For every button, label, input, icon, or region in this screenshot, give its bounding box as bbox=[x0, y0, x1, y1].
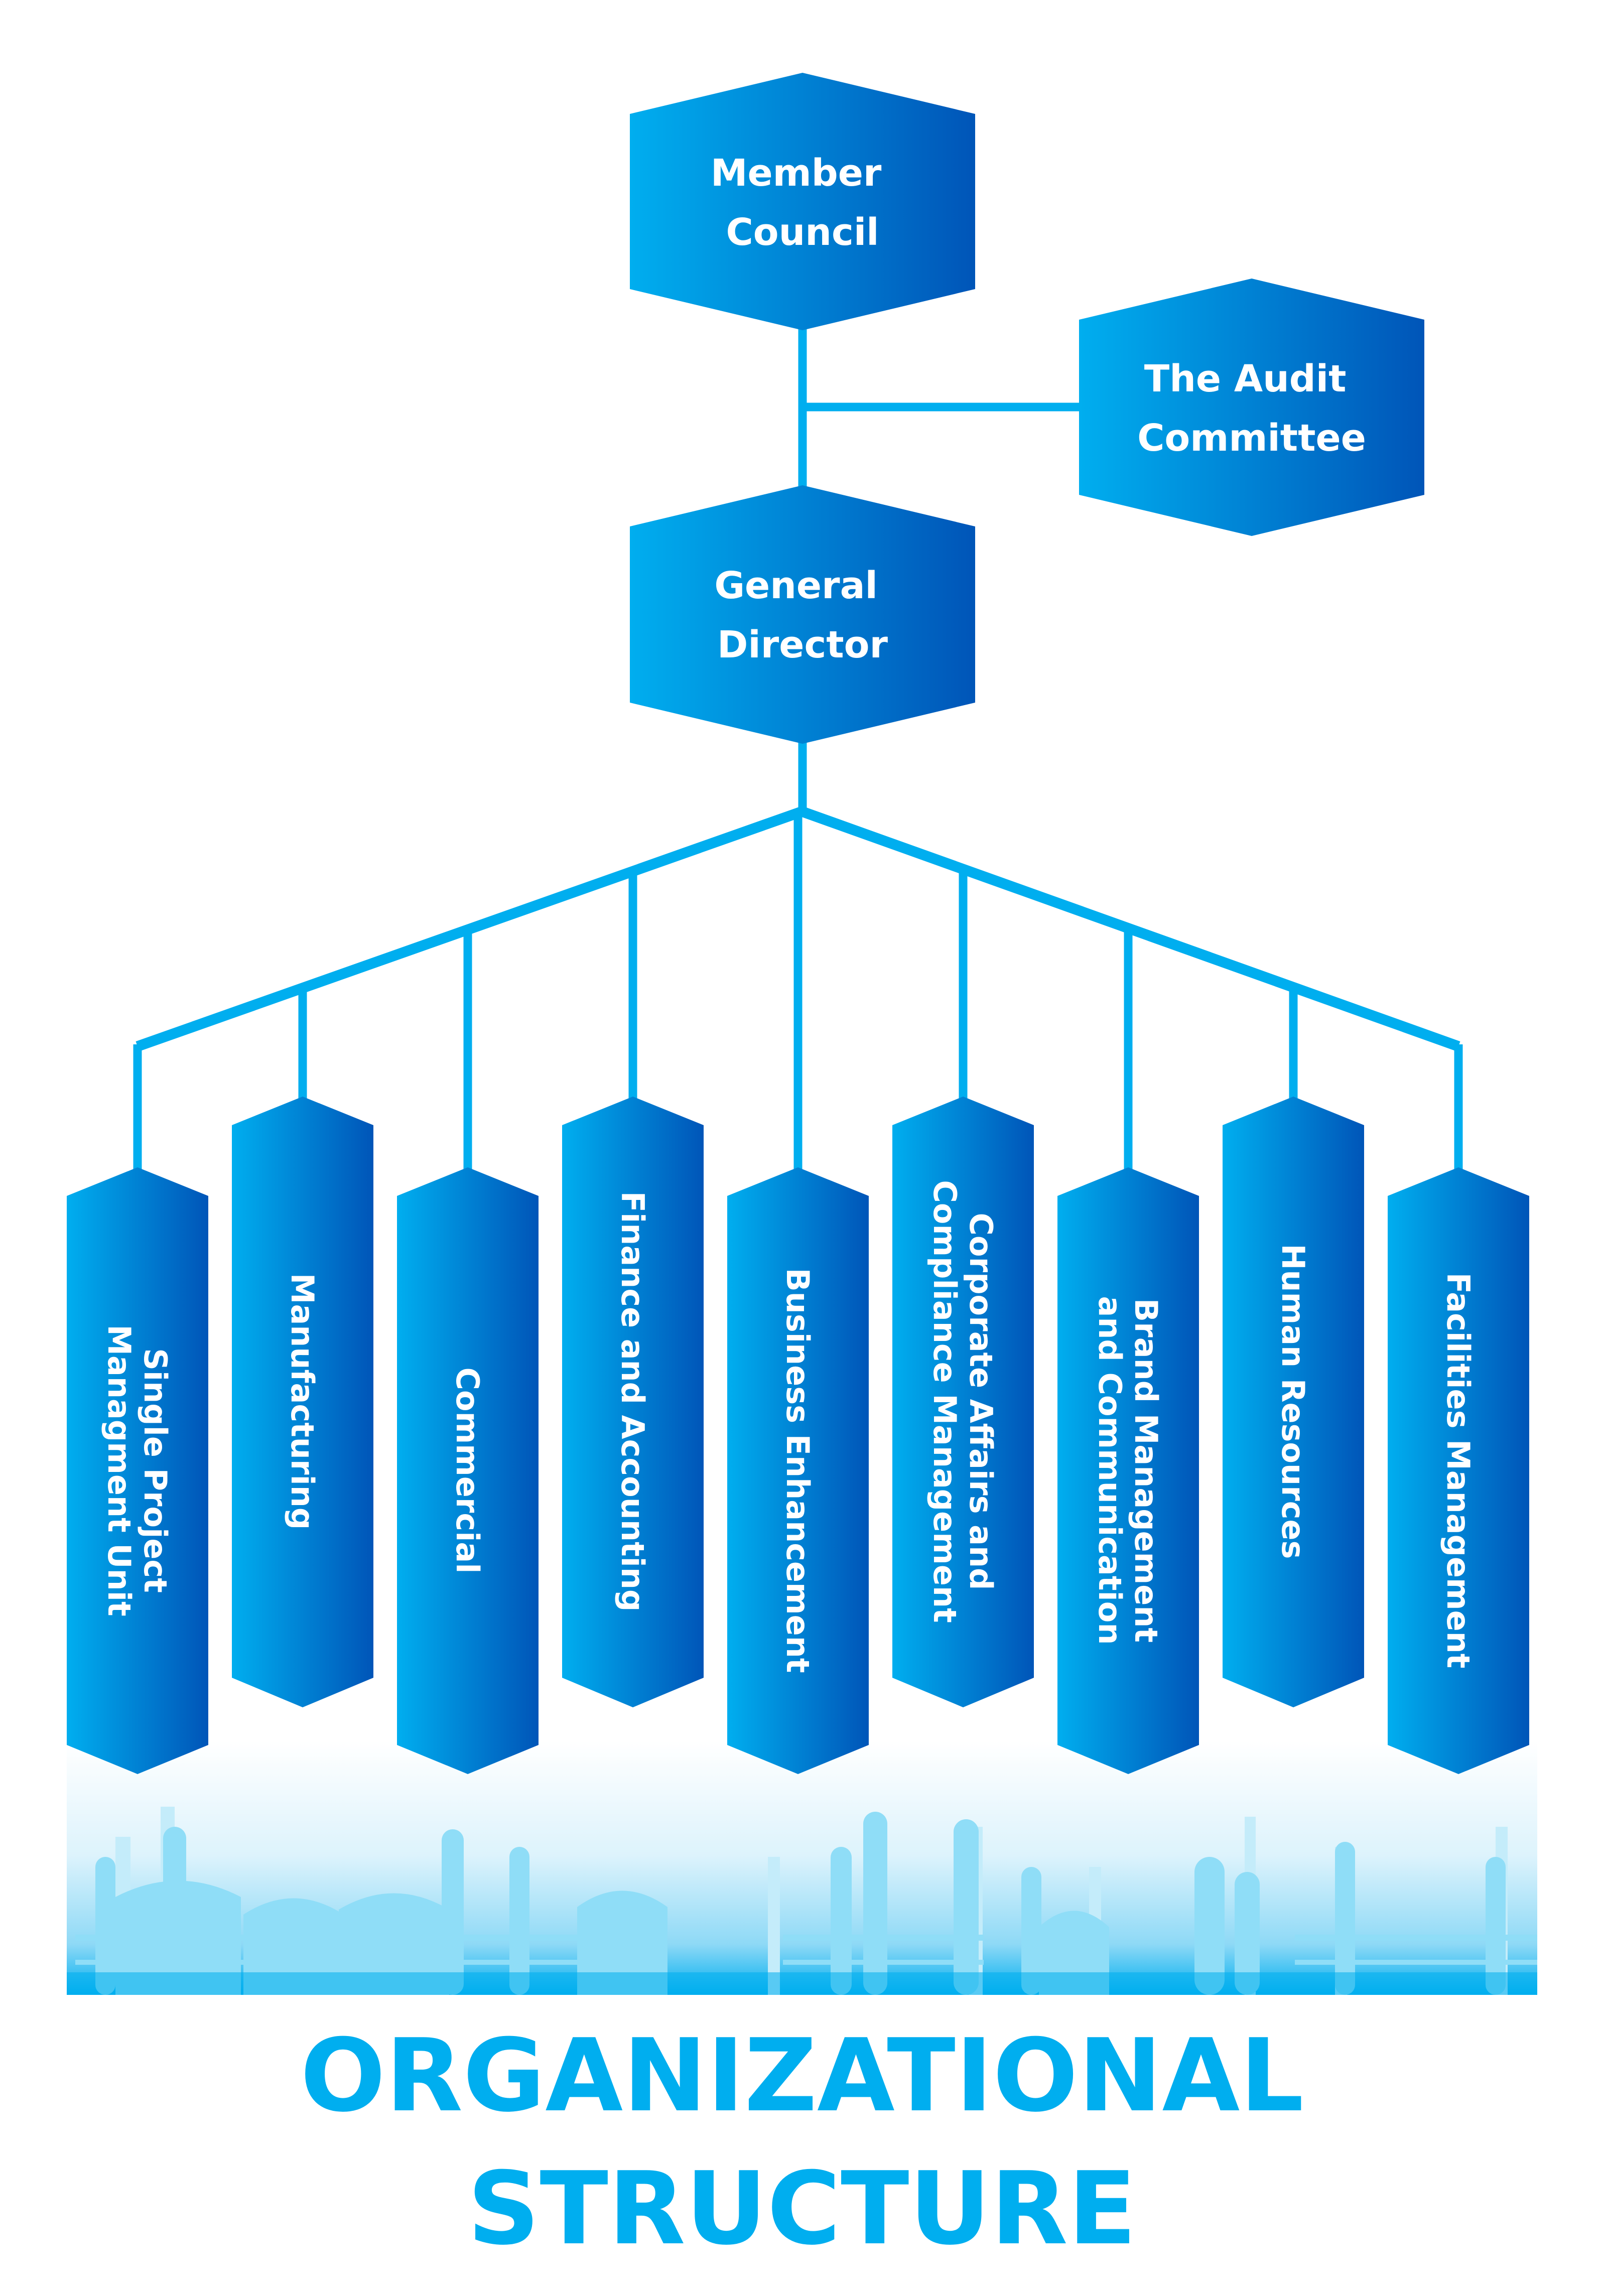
department-box-manufacturing[interactable]: Manufacturing bbox=[232, 1097, 373, 1707]
department-box-facilities-management[interactable]: Facilities Management bbox=[1388, 1167, 1529, 1774]
department-label: Commercial bbox=[449, 1367, 486, 1573]
department-hexagon bbox=[232, 1097, 373, 1707]
title-line-2: STRUCTURE bbox=[467, 2150, 1136, 2267]
skyline-tank bbox=[577, 1890, 667, 1995]
skyline-panel bbox=[67, 1741, 1537, 1995]
department-label: Corporate Affairs andCompliance Manageme… bbox=[926, 1180, 999, 1623]
department-hexagon bbox=[67, 1167, 208, 1774]
skyline-pipe-rack bbox=[432, 1960, 602, 1965]
skyline-chimney bbox=[768, 1857, 780, 1995]
skyline-pipe-rack bbox=[1295, 1960, 1537, 1965]
department-label-line: Business Enhancement bbox=[779, 1268, 816, 1673]
department-label-line: Finance and Accounting bbox=[614, 1191, 651, 1612]
skyline-tower bbox=[509, 1847, 529, 1995]
skyline-tower bbox=[1235, 1872, 1260, 1995]
department-label: Brand Managementand Communication bbox=[1092, 1296, 1164, 1645]
department-label: Business Enhancement bbox=[779, 1268, 816, 1673]
skyline-tower bbox=[1021, 1867, 1041, 1995]
audit-committee-hexagon bbox=[1079, 279, 1424, 536]
department-label-line: and Communication bbox=[1092, 1296, 1128, 1645]
skyline-tower bbox=[954, 1819, 979, 1995]
department-hexagon bbox=[397, 1167, 539, 1774]
department-box-brand-management-and-communication[interactable]: Brand Managementand Communication bbox=[1057, 1167, 1199, 1774]
audit-committee-label: The Audit Committee bbox=[1137, 357, 1366, 460]
department-label: Finance and Accounting bbox=[614, 1191, 651, 1612]
department-label: Single ProjectManagment Unit bbox=[101, 1324, 174, 1616]
department-label-line: Commercial bbox=[449, 1367, 486, 1573]
skyline-ground bbox=[67, 1972, 1537, 1995]
skyline-pipe-rack bbox=[75, 1960, 311, 1965]
skyline-pipe-rack bbox=[783, 1960, 984, 1965]
department-boxes: Single ProjectManagment Unit Manufacturin… bbox=[67, 1097, 1529, 1774]
skyline-tower bbox=[1194, 1857, 1225, 1995]
skyline-tank bbox=[243, 1898, 344, 1995]
department-label: Manufacturing bbox=[284, 1273, 321, 1530]
audit-committee-box[interactable]: The Audit Committee bbox=[1079, 279, 1424, 536]
department-label-line: Managment Unit bbox=[101, 1324, 138, 1616]
connectors bbox=[133, 326, 1463, 1170]
member-council-label: Member Council bbox=[711, 152, 894, 254]
department-label: Facilities Management bbox=[1440, 1273, 1477, 1669]
department-hexagon bbox=[727, 1167, 869, 1774]
department-label-line: Single Project bbox=[137, 1348, 174, 1593]
skyline-tank bbox=[339, 1893, 449, 1995]
department-hexagon bbox=[562, 1097, 704, 1707]
department-hexagon bbox=[1223, 1097, 1364, 1707]
department-label-line: Human Resources bbox=[1275, 1244, 1311, 1559]
department-label-line: Corporate Affairs and bbox=[963, 1212, 999, 1590]
skyline-pipe-rack bbox=[432, 1935, 602, 1941]
department-hexagon bbox=[1388, 1167, 1529, 1774]
skyline-pipe-rack bbox=[1295, 1935, 1537, 1941]
department-label-line: Brand Management bbox=[1128, 1298, 1164, 1643]
industrial-plant-skyline-icon bbox=[67, 1807, 1537, 1995]
department-box-human-resources[interactable]: Human Resources bbox=[1223, 1097, 1364, 1707]
department-box-corporate-affairs-and-compliance-management[interactable]: Corporate Affairs andCompliance Manageme… bbox=[892, 1097, 1034, 1707]
department-label: Human Resources bbox=[1275, 1244, 1311, 1559]
skyline-tower bbox=[831, 1847, 852, 1995]
department-box-single-project-management-unit[interactable]: Single ProjectManagment Unit bbox=[67, 1167, 208, 1774]
general-director-label: General Director bbox=[714, 564, 890, 666]
member-council-box[interactable]: Member Council bbox=[630, 73, 975, 330]
title-line-1: ORGANIZATIONAL bbox=[300, 2017, 1304, 2134]
department-box-finance-and-accounting[interactable]: Finance and Accounting bbox=[562, 1097, 704, 1707]
general-director-box[interactable]: General Director bbox=[630, 485, 975, 744]
skyline-tower bbox=[1335, 1842, 1355, 1995]
department-label-line: Facilities Management bbox=[1440, 1273, 1477, 1669]
department-hexagon bbox=[1057, 1167, 1199, 1774]
skyline-tower bbox=[863, 1812, 887, 1995]
general-director-hexagon bbox=[630, 485, 975, 744]
department-box-business-enhancement[interactable]: Business Enhancement bbox=[727, 1167, 869, 1774]
department-hexagon bbox=[892, 1097, 1034, 1707]
skyline-pipe-rack bbox=[75, 1935, 311, 1941]
page-title: ORGANIZATIONAL STRUCTURE bbox=[300, 2017, 1304, 2267]
department-label-line: Manufacturing bbox=[284, 1273, 321, 1530]
department-label-line: Compliance Management bbox=[926, 1180, 963, 1623]
member-council-hexagon bbox=[630, 73, 975, 330]
skyline-pipe-rack bbox=[783, 1935, 984, 1941]
department-box-commercial[interactable]: Commercial bbox=[397, 1167, 539, 1774]
